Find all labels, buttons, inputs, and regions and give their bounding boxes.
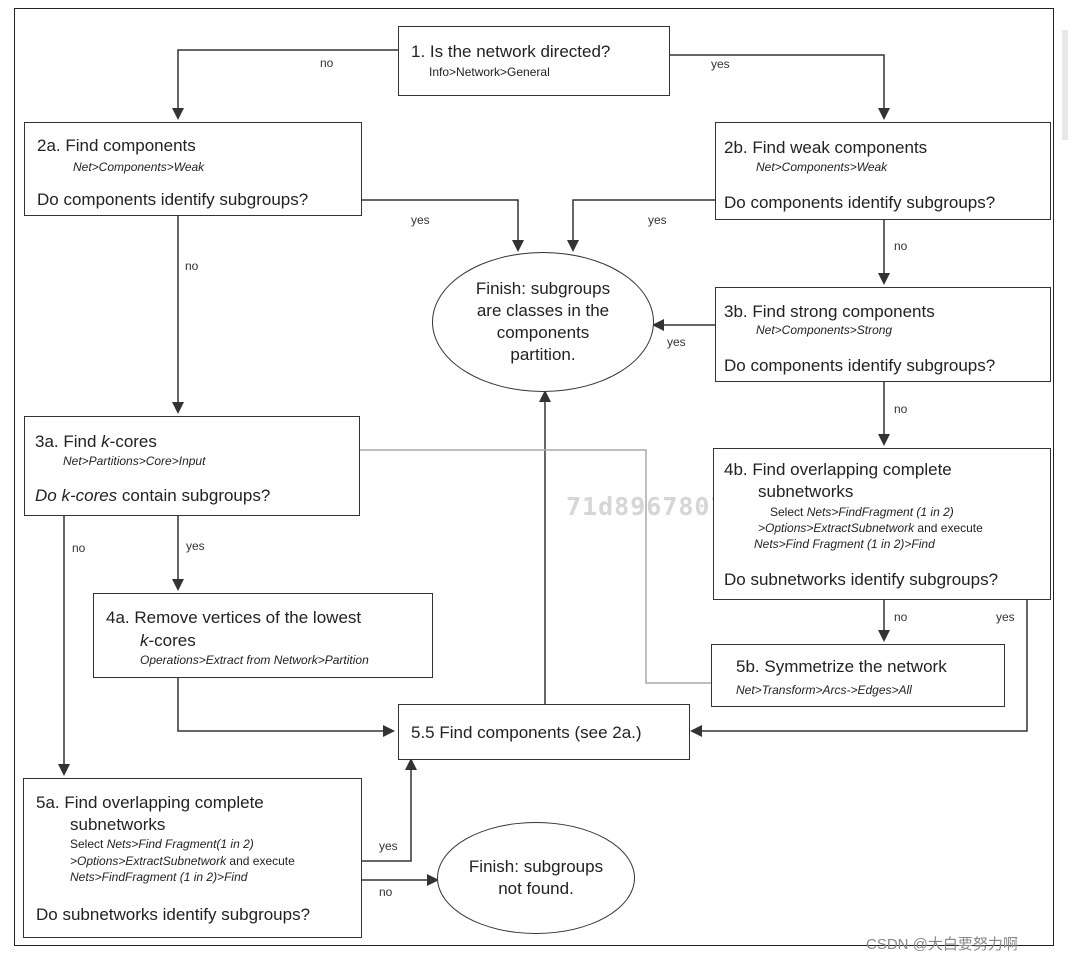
node-2a-question: Do components identify subgroups?	[37, 190, 309, 209]
node-3a-path: Net>Partitions>Core>Input	[63, 454, 206, 468]
edge-q1-yes	[670, 54, 890, 120]
label-3a-no: no	[72, 541, 86, 555]
node-5b-path: Net>Transform>Arcs->Edges>All	[736, 683, 912, 697]
label-3b-yes: yes	[667, 335, 686, 349]
node-55-find-components: 5.5 Find components (see 2a.)	[398, 704, 690, 760]
label-4b-yes: yes	[996, 610, 1015, 624]
label-3a-yes: yes	[186, 539, 205, 553]
node-4b-overlapping-subnetworks: 4b. Find overlapping complete subnetwork…	[713, 448, 1051, 600]
finish2-text: Finish: subgroups not found.	[468, 857, 604, 898]
node-4a-title-2: k-cores	[140, 631, 196, 650]
node-4b-step-3: Nets>Find Fragment (1 in 2)>Find	[754, 537, 935, 551]
label-3b-no: no	[894, 402, 908, 416]
node-3b-title: 3b. Find strong components	[724, 302, 935, 321]
scroll-edge	[1062, 30, 1068, 140]
node-4a-remove-vertices: 4a. Remove vertices of the lowest k-core…	[93, 593, 433, 678]
label-2b-yes: yes	[648, 213, 667, 227]
label-5a-no: no	[379, 885, 393, 899]
node-4a-title-1: 4a. Remove vertices of the lowest	[106, 608, 362, 627]
node-2b-title: 2b. Find weak components	[724, 138, 928, 157]
node-3a-k-cores: 3a. Find k-cores Net>Partitions>Core>Inp…	[24, 416, 360, 516]
node-finish-not-found: Finish: subgroups not found.	[437, 822, 635, 934]
label-4b-no: no	[894, 610, 908, 624]
label-2a-yes: yes	[411, 213, 430, 227]
edge-5a-yes	[362, 758, 417, 862]
node-3a-question: Do k-cores contain subgroups?	[35, 486, 271, 505]
label-2b-no: no	[894, 239, 908, 253]
edge-2a-yes	[362, 199, 524, 252]
node-2b-weak-components: 2b. Find weak components Net>Components>…	[715, 122, 1051, 220]
node-4b-title-2: subnetworks	[758, 482, 854, 501]
node-5b-title: 5b. Symmetrize the network	[736, 657, 947, 676]
source-credit: CSDN @大白要努力啊	[866, 936, 1018, 953]
node-55-title: 5.5 Find components (see 2a.)	[411, 723, 642, 742]
node-5a-title-1: 5a. Find overlapping complete	[36, 793, 264, 812]
node-4b-title-1: 4b. Find overlapping complete	[724, 460, 952, 479]
node-q1-directed: 1. Is the network directed? Info>Network…	[398, 26, 670, 96]
node-5a-overlapping-subnetworks: 5a. Find overlapping complete subnetwork…	[23, 778, 362, 938]
node-2a-path: Net>Components>Weak	[73, 160, 205, 174]
edge-2b-yes	[567, 199, 715, 252]
node-3b-question: Do components identify subgroups?	[724, 356, 996, 375]
node-3b-path: Net>Components>Strong	[756, 323, 893, 337]
node-2a-find-components: 2a. Find components Net>Components>Weak …	[24, 122, 362, 216]
label-5a-yes: yes	[379, 839, 398, 853]
label-q1-yes: yes	[711, 57, 730, 71]
label-2a-no: no	[185, 259, 199, 273]
node-4b-question: Do subnetworks identify subgroups?	[724, 570, 999, 589]
node-3b-strong-components: 3b. Find strong components Net>Component…	[715, 287, 1051, 382]
node-5a-step-2: >Options>ExtractSubnetwork and execute	[70, 854, 295, 868]
node-2a-title: 2a. Find components	[37, 136, 196, 155]
node-5a-question: Do subnetworks identify subgroups?	[36, 905, 311, 924]
node-3a-title: 3a. Find k-cores	[35, 432, 157, 451]
node-4a-path: Operations>Extract from Network>Partitio…	[140, 653, 369, 667]
edge-5b-to-3a	[337, 449, 711, 684]
node-5a-step-3: Nets>FindFragment (1 in 2)>Find	[70, 870, 248, 884]
node-q1-title: 1. Is the network directed?	[411, 42, 611, 61]
edge-q1-no	[172, 49, 398, 120]
node-finish-classes: Finish: subgroups are classes in the com…	[432, 252, 654, 392]
label-q1-no: no	[320, 56, 334, 70]
edge-4a-out	[177, 678, 395, 737]
edge-4b-yes	[690, 600, 1028, 737]
finish1-text: Finish: subgroups are classes in the com…	[475, 279, 611, 364]
node-4b-step-2: >Options>ExtractSubnetwork and execute	[758, 521, 983, 535]
diagram-frame	[14, 8, 1054, 946]
node-q1-path: Info>Network>General	[429, 65, 550, 79]
node-5b-symmetrize: 5b. Symmetrize the network Net>Transform…	[711, 644, 1005, 707]
node-4b-step-1: Select Nets>FindFragment (1 in 2)	[770, 505, 954, 519]
node-5a-title-2: subnetworks	[70, 815, 166, 834]
node-5a-step-1: Select Nets>Find Fragment(1 in 2)	[70, 837, 254, 851]
node-2b-question: Do components identify subgroups?	[724, 193, 996, 212]
node-2b-path: Net>Components>Weak	[756, 160, 888, 174]
